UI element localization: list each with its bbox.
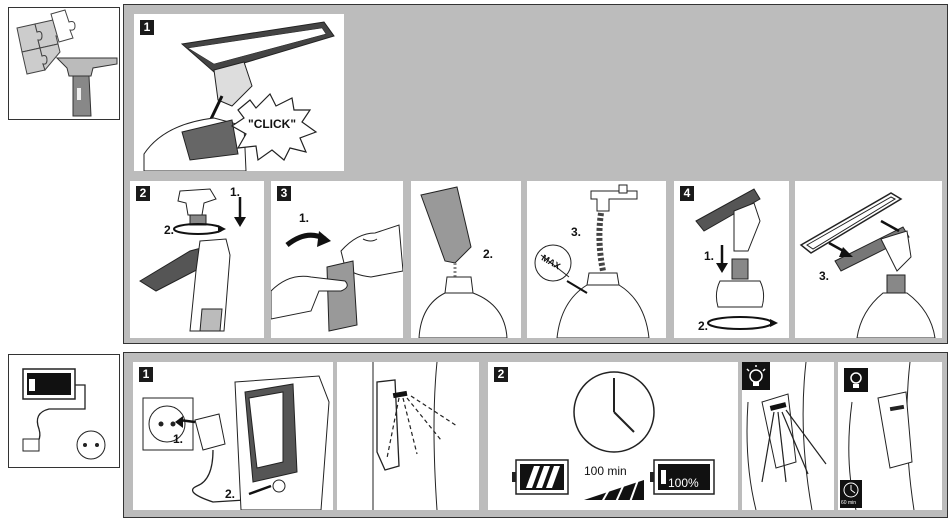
step-label: 1. (230, 185, 241, 199)
led-off-illustration (840, 362, 915, 510)
charging-time-illustration (512, 371, 715, 503)
click-label: "CLICK" (248, 117, 297, 131)
battery-full-label: 100% (668, 476, 699, 490)
assembly-step-1-card: 1 "CLICK" (134, 14, 344, 171)
pour-concentrate-illustration (418, 186, 508, 338)
step-label: 3. (819, 269, 830, 283)
charging-symbol-box (8, 354, 120, 468)
assembly-step-4-card-b: 3. (795, 181, 942, 338)
timer-label: 60 min (841, 500, 857, 506)
step-label: 2. (483, 247, 494, 261)
led-on-illustration (742, 362, 827, 510)
fill-water-illustration (534, 184, 650, 338)
charging-step-1-card-b (337, 362, 479, 510)
battery-charger-icon (22, 368, 106, 460)
charging-panel: 1 1. 2. (123, 352, 948, 518)
charging-step-2-card-b (742, 362, 834, 510)
assembly-step-2-card: 2 1. 2. (130, 181, 264, 338)
charging-step-2-card-c: 60 min (838, 362, 942, 510)
step-label: 1. (299, 211, 310, 225)
attach-bottle-to-device-illustration (695, 188, 778, 330)
assembly-step-3-card-c: 3. MAX (527, 181, 666, 338)
puzzle-device-icon (16, 9, 118, 117)
step-label: 1. (173, 432, 184, 446)
step-label: 1. (704, 249, 715, 263)
step-number: 2 (136, 186, 150, 201)
assembly-symbol-box (8, 7, 120, 120)
attach-spray-bottle-illustration (139, 188, 246, 332)
step-number: 2 (494, 367, 508, 382)
charging-step-1-card-a: 1 1. 2. (133, 362, 333, 510)
charging-step-2-card-a: 2 (488, 362, 738, 510)
assembly-panel: 1 "CLICK" 2 (123, 4, 948, 344)
assembly-step-3-card-a: 3 1. (271, 181, 403, 338)
assembly-step-3-card-b: 2. (411, 181, 521, 338)
attach-wiper-blade-illustration (143, 21, 335, 171)
step-label: 3. (571, 225, 582, 239)
attach-cloth-illustration (799, 192, 936, 338)
assembly-step-4-card-a: 4 1. 2. (674, 181, 789, 338)
step-label: 2. (225, 487, 236, 501)
connect-charger-illustration (142, 375, 330, 510)
step-number: 3 (277, 186, 291, 201)
step-label: 2. (164, 223, 175, 237)
step-number: 4 (680, 186, 694, 201)
step-label: 2. (698, 319, 709, 333)
charging-indicator-light-illustration (372, 362, 458, 510)
step-number: 1 (140, 20, 154, 35)
open-sachet-illustration (271, 224, 403, 332)
charging-time-label: 100 min (584, 464, 627, 478)
step-number: 1 (139, 367, 153, 382)
